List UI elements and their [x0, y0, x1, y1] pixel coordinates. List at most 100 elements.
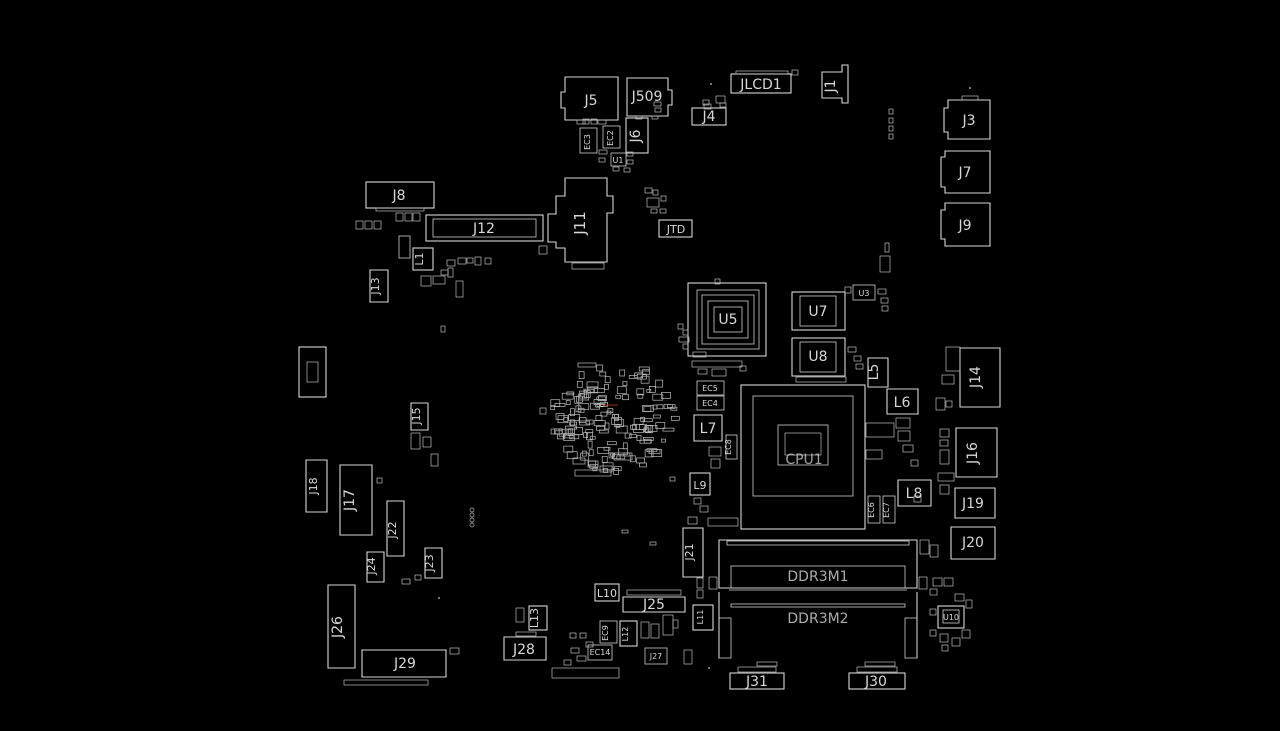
inductor-l6[interactable]: L6	[886, 388, 919, 415]
smd-part	[649, 541, 657, 546]
connector-j7[interactable]: J7	[940, 150, 991, 194]
label-ec6: EC6	[867, 502, 876, 518]
smd-part	[621, 529, 629, 534]
smd-cluster-top	[582, 101, 727, 214]
chip-u5[interactable]: U5	[687, 282, 767, 358]
label-jtd: JTD	[666, 223, 685, 236]
connector-j5[interactable]: J5	[560, 76, 619, 125]
capacitor-ec3[interactable]: EC3	[579, 127, 598, 154]
connector-j12[interactable]: J12	[425, 214, 544, 242]
smd-cluster-bottom	[551, 614, 693, 679]
smd-cluster-cpu-left	[687, 446, 739, 527]
connector-jlcd1[interactable]: JLCD1	[730, 69, 799, 94]
label-j30: J30	[864, 674, 887, 690]
label-j12: J12	[472, 221, 495, 237]
inductor-l10[interactable]: L10	[594, 583, 620, 602]
connector-j509[interactable]: J509	[626, 77, 673, 120]
inductor-l9[interactable]: L9	[689, 472, 711, 496]
inductor-l11[interactable]: L11	[692, 604, 714, 631]
label-u10: U10	[943, 613, 959, 622]
smd-cluster-center	[539, 362, 680, 477]
connector-j16[interactable]: J16	[955, 427, 998, 478]
connector-j21[interactable]: J21	[682, 527, 704, 578]
connector-j19[interactable]: J19	[954, 487, 996, 519]
label-j17: J17	[342, 489, 358, 512]
capacitor-ec6[interactable]: EC6	[867, 495, 881, 524]
label-j21: J21	[683, 543, 696, 561]
label-ec8: EC8	[724, 439, 733, 455]
inductor-l8[interactable]: L8	[897, 479, 932, 507]
connector-left-edge[interactable]	[298, 346, 327, 398]
inductor-l13[interactable]: L13	[528, 605, 548, 631]
label-j9: J9	[957, 218, 971, 234]
chip-u10[interactable]: U10	[937, 605, 965, 629]
smd-cluster-j15	[376, 432, 439, 484]
inductor-l7[interactable]: L7	[693, 414, 723, 442]
smd-cluster-right-mid	[935, 397, 955, 495]
memory-slot-ddr3m1[interactable]: DDR3M1	[708, 539, 928, 590]
smd-cluster-left-upper	[355, 212, 492, 333]
inductor-l12[interactable]: L12	[619, 620, 638, 647]
capacitor-ec8[interactable]: EC8	[724, 434, 738, 460]
memory-slot-ddr3m2[interactable]: DDR3M2	[718, 589, 918, 659]
connector-j18[interactable]: J18	[305, 459, 328, 513]
connector-j25[interactable]: J25	[622, 589, 686, 613]
connector-j11[interactable]: J11	[547, 177, 614, 270]
marker-dot	[708, 667, 710, 669]
marker-dot	[969, 87, 971, 89]
connector-j27[interactable]: J27	[644, 647, 668, 665]
capacitor-ec2[interactable]: EC2	[602, 125, 621, 149]
connector-j23[interactable]: J23	[423, 547, 443, 579]
label-j29: J29	[393, 656, 416, 672]
connector-j20[interactable]: J20	[950, 526, 996, 560]
connector-j22[interactable]: J22	[386, 500, 405, 557]
smd-part	[538, 245, 548, 255]
capacitor-ec7[interactable]: EC7	[882, 495, 896, 524]
chip-u1[interactable]: U1	[610, 151, 634, 167]
label-j509: J509	[631, 89, 663, 105]
chip-u3[interactable]: U3	[852, 284, 876, 301]
capacitor-ec5[interactable]: EC5	[696, 380, 725, 396]
connector-j28[interactable]: J28	[503, 631, 547, 661]
connector-jtd[interactable]: JTD	[658, 219, 693, 238]
connector-j24[interactable]: J24	[365, 551, 385, 583]
connector-j14[interactable]: J14	[941, 346, 1001, 408]
chip-u8[interactable]: U8	[791, 337, 847, 383]
connector-j1[interactable]: J1	[821, 64, 849, 104]
smd-part	[515, 607, 525, 623]
label-l9: L9	[693, 479, 706, 492]
capacitor-ec9[interactable]: EC9	[599, 620, 618, 644]
label-j27: J27	[649, 652, 663, 661]
inductor-l1[interactable]: L1	[412, 247, 434, 271]
label-j7: J7	[957, 165, 971, 181]
capacitor-ec14[interactable]: EC14	[587, 644, 613, 661]
cpu-socket-cpu1[interactable]: CPU1	[740, 384, 866, 530]
capacitor-ec4[interactable]: EC4	[696, 395, 725, 411]
connector-j8[interactable]: J8	[365, 181, 435, 212]
connector-j29[interactable]: J29	[343, 647, 460, 686]
label-u7: U7	[808, 304, 827, 320]
connector-j6[interactable]: J6	[625, 117, 649, 154]
label-l8: L8	[906, 486, 923, 502]
label-j20: J20	[961, 535, 984, 551]
connector-j30[interactable]: J30	[848, 661, 906, 690]
smd-cluster-j21	[696, 539, 939, 599]
label-j19: J19	[961, 496, 984, 512]
connector-j26[interactable]: J26	[327, 584, 356, 669]
label-j6: J6	[628, 129, 644, 143]
inductor-l5[interactable]: L5	[866, 357, 889, 388]
label-l10: L10	[597, 587, 617, 600]
connector-j13[interactable]: J13	[369, 269, 389, 303]
label-cpu1: CPU1	[785, 452, 822, 468]
connector-j15[interactable]: J15	[410, 402, 429, 431]
chip-u7[interactable]: U7	[791, 291, 846, 331]
label-j23: J23	[423, 554, 436, 572]
connector-j9[interactable]: J9	[940, 202, 991, 247]
smd-cluster-u10	[929, 577, 973, 652]
label-u5: U5	[718, 312, 737, 328]
label-j13: J13	[369, 277, 382, 295]
connector-j3[interactable]: J3	[943, 95, 991, 140]
connector-j31[interactable]: J31	[729, 661, 785, 690]
connector-j17[interactable]: J17	[339, 464, 373, 536]
